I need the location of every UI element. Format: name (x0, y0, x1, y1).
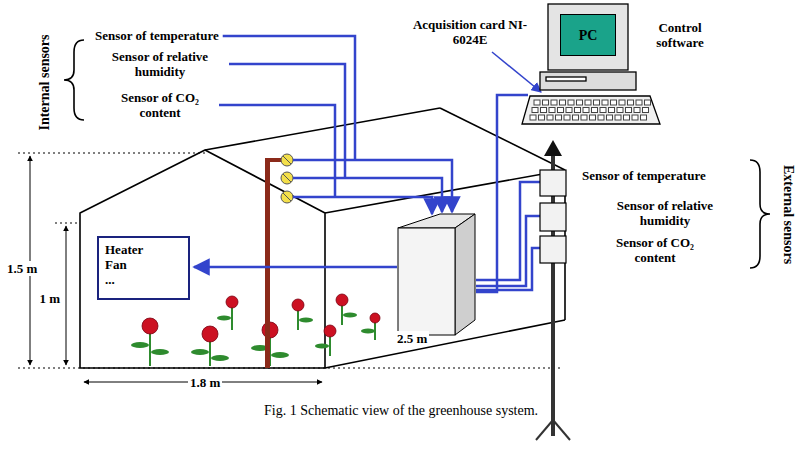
rose-plants (131, 294, 380, 366)
sensor-label: Sensor of temperature (95, 28, 219, 43)
external-sensor-pole (536, 140, 570, 440)
node-text: PC (567, 28, 609, 43)
control-cabinet (398, 214, 475, 335)
sensor-wires (194, 95, 540, 292)
pc-screen: PC (560, 14, 616, 56)
dimension-label: 1.5 m (5, 261, 39, 276)
actuator-box: HeaterFan... (97, 236, 190, 300)
node-text: Heater (105, 242, 182, 257)
node-text: Fan (105, 257, 182, 272)
keyboard-keys (530, 100, 651, 120)
dimension-label: 1 m (38, 291, 63, 306)
sensor-label: Sensor of CO₂ content (105, 90, 215, 120)
card-pointer (492, 52, 541, 92)
card-label: Acquisition card NI-6024E (410, 17, 530, 47)
sensor-label: Sensor of CO₂ content (600, 235, 710, 265)
software-label: Control software (635, 20, 725, 50)
dimension-label: 2.5 m (395, 331, 429, 346)
sensor-label: Sensor of relative humidity (95, 49, 225, 79)
group-label: External sensors (781, 164, 796, 263)
dimension-arrows (30, 156, 322, 382)
internal-sensor-pole (265, 154, 293, 368)
sensor-wire (229, 64, 345, 178)
greenhouse-outline (80, 108, 565, 368)
figure-caption: Fig. 1 Schematic view of the greenhouse … (264, 403, 538, 418)
pc-computer (522, 4, 660, 124)
group-label: Internal sensors (37, 34, 52, 130)
node-text: ... (105, 272, 182, 287)
dimension-label: 1.8 m (188, 375, 222, 390)
sensor-wire (219, 105, 335, 197)
sensor-label: Sensor of temperature (582, 168, 706, 183)
sensor-label: Sensor of relative humidity (600, 198, 730, 228)
group-braces (64, 40, 770, 268)
